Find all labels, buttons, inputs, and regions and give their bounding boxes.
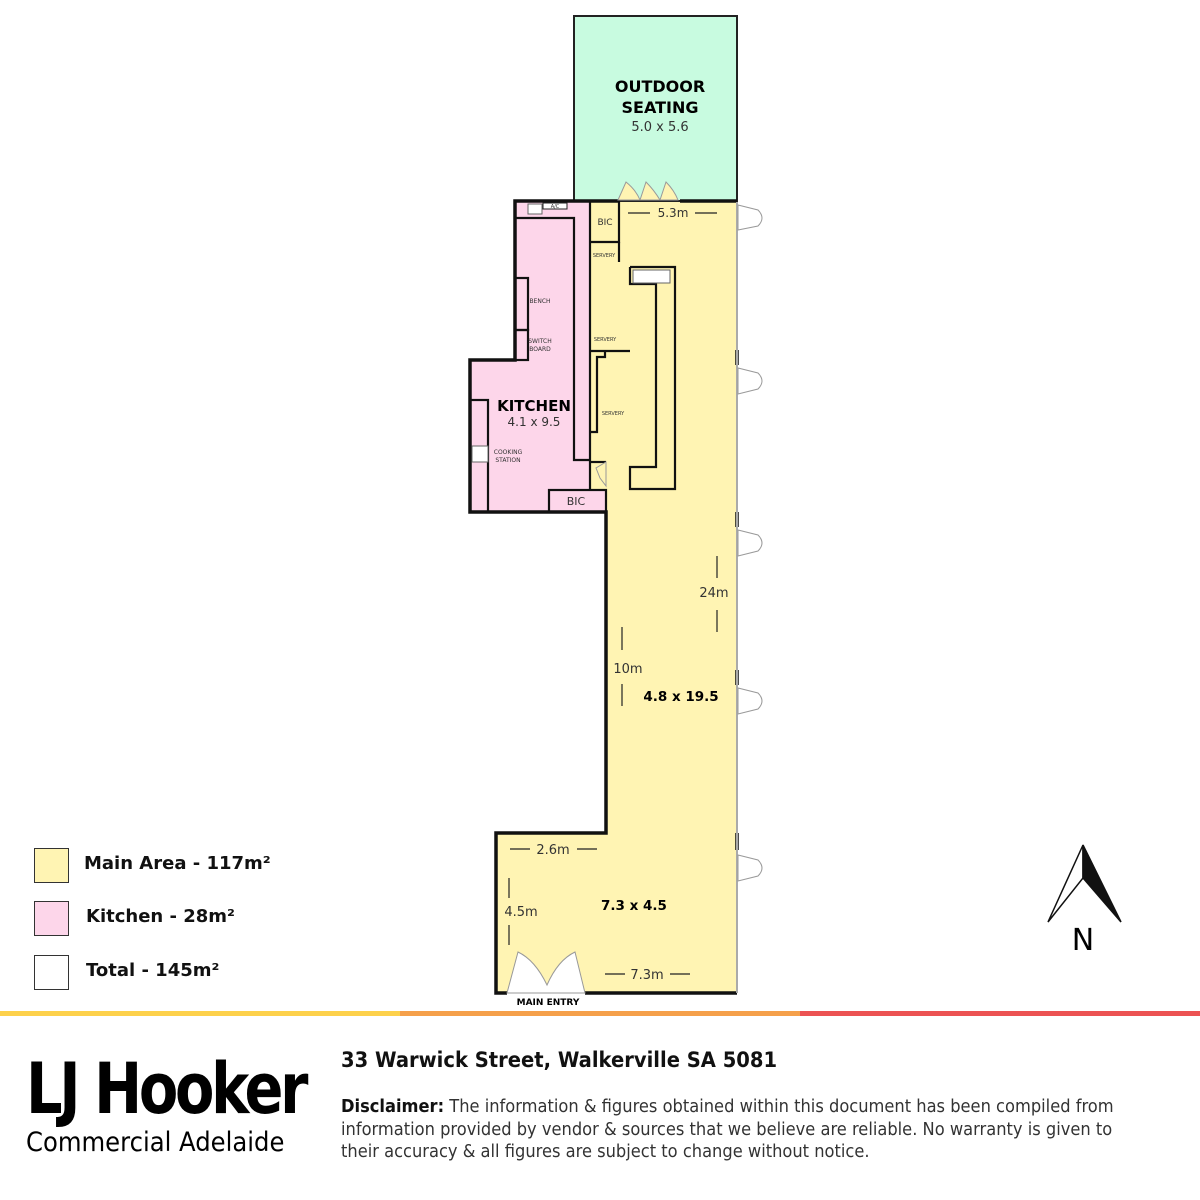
stove-icon <box>471 445 489 463</box>
north-label: N <box>1072 923 1094 958</box>
logo-sub: Commercial Adelaide <box>26 1127 285 1158</box>
outdoor-title: SEATING <box>622 98 699 117</box>
disclaimer: Disclaimer: The information & figures ob… <box>341 1096 1122 1164</box>
door-icon <box>737 367 763 395</box>
outdoor-seating-area <box>573 15 738 202</box>
company-logo: LJ Hooker Commercial Adelaide <box>26 1052 366 1158</box>
dimension-label: 7.3m <box>630 968 663 983</box>
kitchen-bic-label: BIC <box>567 495 586 508</box>
front-area-size: 7.3 x 4.5 <box>601 898 667 914</box>
dimension-label: 2.6m <box>536 843 569 858</box>
legend-label: Main Area - 117m² <box>84 853 271 874</box>
disclaimer-text: The information & figures obtained withi… <box>341 1097 1114 1162</box>
door-icon <box>737 529 763 557</box>
kitchen-size: 4.1 x 9.5 <box>508 415 561 429</box>
bic-label: BIC <box>597 218 612 228</box>
kitchen-area <box>470 202 606 512</box>
servery-label: SERVERY <box>602 411 625 417</box>
footer-bar-orange <box>400 1011 800 1016</box>
sink-icon <box>632 269 671 284</box>
outdoor-size: 5.0 x 5.6 <box>631 120 688 135</box>
legend-label: Kitchen - 28m² <box>86 906 235 927</box>
door-icon <box>737 854 763 882</box>
kitchen-title: KITCHEN <box>497 397 571 415</box>
footer-bar-yellow <box>0 1011 400 1016</box>
main-entry-doors-icon <box>506 951 586 994</box>
cooking-station-label: STATION <box>495 457 520 464</box>
floor-plan: OUTDOOR SEATING 5.0 x 5.6 KITCHEN 4.1 x … <box>468 15 1122 1008</box>
legend-swatch <box>34 901 69 936</box>
cooking-station-label: COOKING <box>494 449 523 456</box>
dimension-lines <box>508 212 718 975</box>
north-arrow-icon <box>1047 844 1122 923</box>
legend-label: Total - 145m² <box>86 960 220 981</box>
logo-main: LJ Hooker <box>26 1048 308 1130</box>
bench-label: BENCH <box>529 298 550 305</box>
switchboard-label: BOARD <box>529 346 551 353</box>
switchboard-label: SWITCH <box>528 338 552 345</box>
dimension-label: 10m <box>613 662 642 677</box>
sink-icon <box>527 203 543 215</box>
servery-label: SERVERY <box>594 337 617 343</box>
door-icon <box>737 204 763 231</box>
legend-swatch <box>34 848 69 883</box>
door-icon <box>737 687 763 715</box>
doors <box>506 181 763 994</box>
ac-unit <box>542 202 568 210</box>
servery-label: SERVERY <box>593 253 616 259</box>
legend-swatch <box>34 955 69 990</box>
dimension-label: 24m <box>699 586 728 601</box>
dimension-label: 5.3m <box>658 206 689 220</box>
footer-bar-red <box>800 1011 1200 1016</box>
ac-label: A/C <box>551 204 560 210</box>
property-address: 33 Warwick Street, Walkerville SA 5081 <box>341 1048 778 1072</box>
main-area-size: 4.8 x 19.5 <box>643 689 718 705</box>
main-entry-label: MAIN ENTRY <box>517 998 580 1008</box>
main-area <box>496 202 737 993</box>
outdoor-title: OUTDOOR <box>615 77 705 96</box>
disclaimer-label: Disclaimer: <box>341 1097 445 1117</box>
dimension-label: 4.5m <box>504 905 537 920</box>
interior-walls <box>468 202 677 514</box>
